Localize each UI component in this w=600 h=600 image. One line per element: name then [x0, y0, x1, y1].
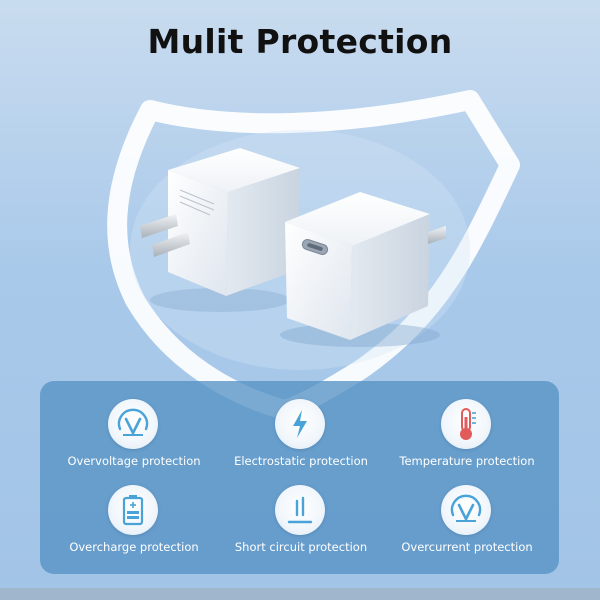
- feature-label: Electrostatic protection: [234, 454, 368, 468]
- charger-left: [140, 148, 300, 312]
- feature-label: Overvoltage protection: [67, 454, 201, 468]
- page-title: Mulit Protection: [147, 22, 453, 61]
- feature-label: Short circuit protection: [234, 540, 368, 554]
- gauge-icon: [108, 399, 158, 449]
- feature-label: Overcurrent protection: [401, 540, 533, 554]
- short-circuit-icon: [275, 485, 325, 535]
- lightning-icon: [275, 399, 325, 449]
- thermometer-icon: [441, 399, 491, 449]
- feature-label: Temperature protection: [399, 454, 535, 468]
- charger-right: [280, 192, 446, 347]
- bottom-bar: [0, 588, 600, 600]
- battery-icon: [108, 485, 158, 535]
- shield-outline: [107, 90, 520, 420]
- features-panel: Overvoltage protection Electrostatic pro…: [40, 381, 559, 574]
- current-gauge-icon: [441, 485, 491, 535]
- feature-label: Overcharge protection: [69, 540, 199, 554]
